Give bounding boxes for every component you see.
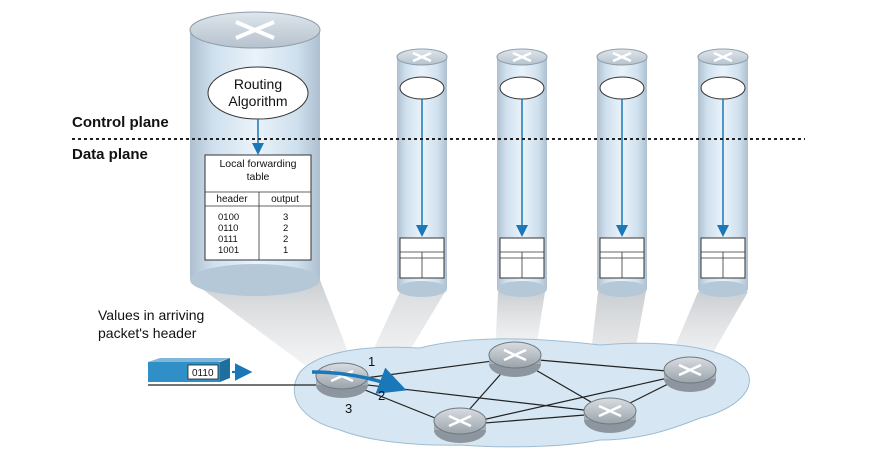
router-cylinder-5: [697, 48, 749, 297]
values-label-line2: packet's header: [98, 325, 197, 341]
routing-algorithm-line1: Routing: [234, 76, 282, 92]
routing-algorithm-line2: Algorithm: [228, 93, 287, 109]
forwarding-table-title-2: table: [247, 171, 270, 183]
router-cylinder-3: [496, 48, 548, 297]
forwarding-table-col-output: output: [271, 194, 299, 205]
forwarding-table-title-1: Local forwarding: [219, 158, 296, 170]
router-5: [583, 397, 637, 433]
table-row-2-output: 2: [283, 223, 288, 234]
router-3: [663, 356, 717, 392]
table-row-4-output: 1: [283, 245, 288, 256]
forwarding-table-col-header: header: [216, 194, 248, 205]
values-label-line1: Values in arriving: [98, 307, 204, 323]
forwarding-table: [204, 154, 312, 261]
port-label-1: 1: [368, 354, 375, 369]
table-row-2-header: 0110: [218, 223, 238, 234]
packet-header-value: 0110: [192, 368, 214, 379]
data-plane-label: Data plane: [72, 146, 148, 163]
router-4: [433, 407, 487, 443]
table-row-4-header: 1001: [218, 245, 239, 256]
forwarding-path-arrow: [311, 367, 407, 394]
table-row-3-header: 0111: [218, 234, 238, 245]
router-cylinder-2: [396, 48, 448, 297]
table-row-3-output: 2: [283, 234, 288, 245]
router-cylinder-4: [596, 48, 648, 297]
port-label-3: 3: [345, 401, 352, 416]
router-1: [315, 362, 369, 398]
router-cylinder-main: Routing Algorithm Local forwarding table…: [189, 11, 321, 296]
table-row-1-header: 0100: [218, 212, 239, 223]
router-2: [488, 341, 542, 377]
table-row-1-output: 3: [283, 212, 288, 223]
control-plane-label: Control plane: [72, 114, 169, 131]
arriving-packet: 0110: [148, 358, 230, 382]
port-label-2: 2: [378, 388, 385, 403]
